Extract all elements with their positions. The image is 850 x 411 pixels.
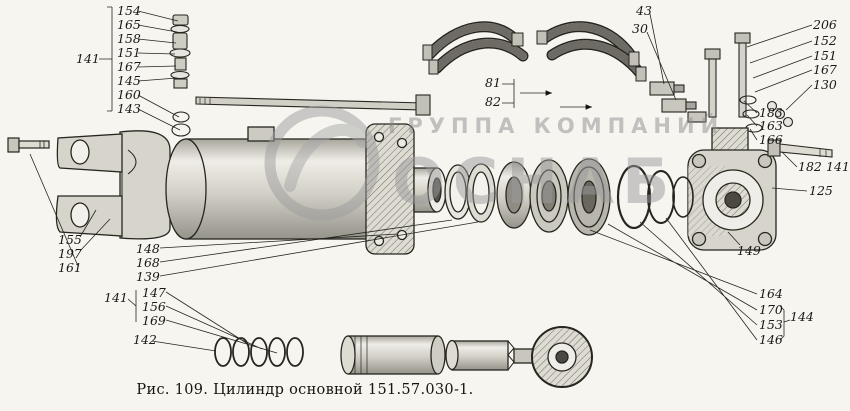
part-callout-82: 82 [485,94,501,109]
part-callout-152: 152 [813,33,837,48]
part-callout-167b: 167 [813,62,837,77]
part-callout-146: 146 [759,332,783,347]
part-callout-163: 163 [759,118,783,133]
part-callout-153: 153 [759,317,783,332]
part-callout-169: 169 [142,313,166,328]
part-callout-164: 164 [759,286,783,301]
part-callout-149: 149 [737,243,761,258]
part-callout-81: 81 [485,75,501,90]
part-callout-144: 144 [790,309,814,324]
hydraulic-hoses [422,21,647,82]
part-callout-151b: 151 [813,48,837,63]
watermark-line1: ГРУППА КОМПАНИЙ [388,113,724,138]
part-callout-151a: 151 [117,45,141,60]
part-callout-182: 182 [798,159,822,174]
part-callout-206: 206 [813,17,837,32]
end-cap-bolts [704,32,794,133]
part-callout-167a: 167 [117,59,141,74]
part-callout-141b: 141 [104,290,128,305]
part-callout-168: 168 [136,255,160,270]
left-mount-bolt [7,137,50,153]
part-callout-156: 156 [142,299,166,314]
part-callout-183: 183 [759,105,783,120]
figure-caption: Рис. 109. Цилиндр основной 151.57.030-1. [136,382,474,398]
part-callout-161: 161 [58,260,82,275]
part-callout-160: 160 [117,87,141,102]
rod-sleeve-parts [214,326,593,388]
part-callout-130: 130 [813,77,837,92]
tie-rod [195,94,431,116]
part-callout-147: 147 [142,285,166,300]
part-callout-165: 165 [117,17,141,32]
part-callout-143: 143 [117,101,141,116]
valve-parts-stack [169,14,191,137]
watermark-line2: ОСНАБ [392,145,677,218]
part-callout-142: 142 [133,332,157,347]
watermark-logo-icon [264,105,380,221]
part-callout-145: 145 [117,73,141,88]
part-callout-141c: 141 [826,159,850,174]
cap-mount-bolt [767,139,833,158]
part-callout-166: 166 [759,132,783,147]
part-callout-43: 43 [636,3,652,18]
part-callout-170: 170 [759,302,783,317]
clevis-fork [55,130,171,240]
part-callout-125: 125 [809,183,833,198]
part-callout-148: 148 [136,241,160,256]
piston-and-seals [444,158,694,236]
part-callout-141a: 141 [76,51,100,66]
watermark: ГРУППА КОМПАНИЙ ОСНАБ [264,105,724,221]
part-callout-155: 155 [58,232,82,247]
part-callout-30: 30 [632,21,648,36]
pipe-fittings [649,81,707,123]
part-callout-139: 139 [136,269,160,284]
end-cap [687,127,777,251]
part-callout-158: 158 [117,31,141,46]
part-callout-154: 154 [117,3,141,18]
part-callout-197: 197 [58,246,82,261]
leader-lines [29,6,813,354]
